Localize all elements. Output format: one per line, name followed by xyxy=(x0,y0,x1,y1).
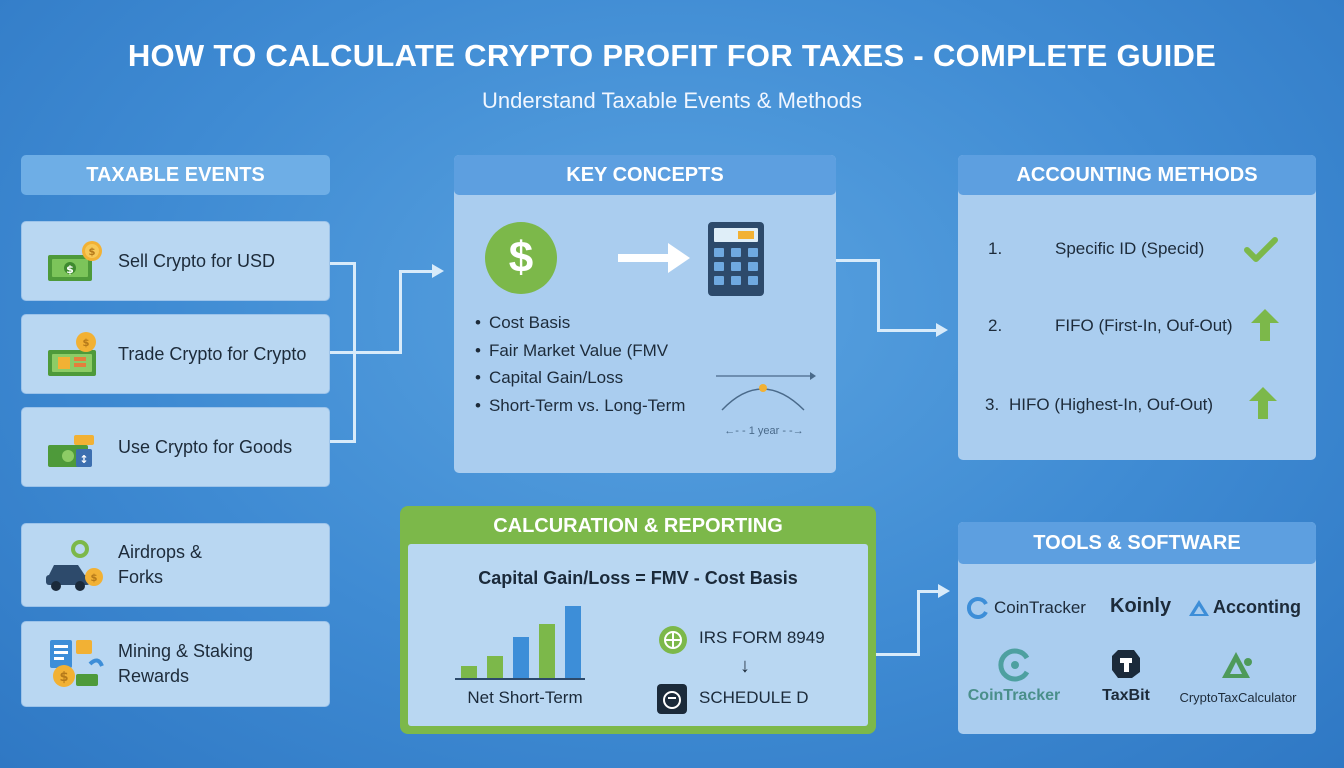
irs-form-label: IRS FORM 8949 xyxy=(699,628,825,647)
event-label-goods: Use Crypto for Goods xyxy=(118,436,293,457)
tool-cryptotaxcalculator: CryptoTaxCalculator xyxy=(1170,690,1306,705)
timeline-label: ←- - 1 year - -→ xyxy=(716,425,812,437)
connector-line xyxy=(330,262,356,265)
svg-text:↕: ↕ xyxy=(79,453,88,466)
connector-line xyxy=(330,351,402,354)
event-card-mining: $ Mining & Staking Rewards xyxy=(21,621,330,707)
connector-line xyxy=(917,590,939,593)
tool-cointracker: CoinTracker xyxy=(966,596,1086,620)
svg-text:$: $ xyxy=(66,263,74,276)
mining-rewards-icon: $ xyxy=(50,640,104,687)
event-label-trade: Trade Crypto for Crypto xyxy=(118,343,307,364)
timeline-label-text: 1 year xyxy=(748,425,780,437)
cryptotaxcalculator-logo-icon xyxy=(1222,652,1252,678)
connector-line xyxy=(836,259,880,262)
method-number: 2. xyxy=(988,316,1003,335)
event-card-trade: $ Trade Crypto for Crypto xyxy=(21,314,330,394)
tool-taxbit: TaxBit xyxy=(1095,687,1157,705)
airdrops-label-line1: Airdrops & xyxy=(118,542,203,562)
method-label-fifo: FIFO (First-In, Ouf-Out) xyxy=(1055,316,1233,335)
gain-loss-formula: Capital Gain/Loss = FMV - Cost Basis xyxy=(478,568,798,588)
goods-cash-icon: ↕ xyxy=(48,435,94,467)
connector-line xyxy=(876,653,920,656)
concept-item: Cost Basis xyxy=(475,309,685,337)
calculation-panel-body xyxy=(408,544,868,726)
mining-label-line2: Rewards xyxy=(118,666,190,686)
arrow-up-icon xyxy=(1251,309,1279,341)
connector-line xyxy=(399,270,402,354)
concept-item: Fair Market Value (FMV xyxy=(475,337,685,365)
taxable-events-header: TAXABLE EVENTS xyxy=(21,155,330,195)
cointracker-logo-icon xyxy=(966,597,988,619)
svg-text:$: $ xyxy=(89,247,96,258)
connector-line xyxy=(877,329,937,332)
timeline-arrow-right: - -→ xyxy=(779,425,804,437)
concept-item: Short-Term vs. Long-Term xyxy=(475,392,686,420)
event-card-sell: $ $ Sell Crypto for USD xyxy=(21,221,330,301)
connector-arrowhead xyxy=(432,264,444,278)
flow-arrow-down: ↓ xyxy=(740,655,750,677)
dollar-icon: $ xyxy=(485,222,557,294)
concept-item: Capital Gain/Loss xyxy=(475,364,685,392)
schedule-d-icon xyxy=(657,684,687,714)
tool-name: CoinTracker xyxy=(994,598,1086,617)
tool-name: TaxBit xyxy=(1102,687,1150,704)
tools-header: TOOLS & SOFTWARE xyxy=(958,522,1316,564)
page-title: HOW TO CALCULATE CRYPTO PROFIT FOR TAXES… xyxy=(127,38,1217,73)
event-card-goods: ↕ Use Crypto for Goods xyxy=(21,407,330,487)
svg-text:$: $ xyxy=(59,670,68,685)
holding-period-timeline-icon xyxy=(716,372,816,411)
acconting-logo-icon xyxy=(1189,599,1209,616)
key-concepts-header: KEY CONCEPTS xyxy=(454,155,836,195)
calculator-icon xyxy=(708,222,764,296)
svg-text:$: $ xyxy=(83,338,90,349)
tool-name: Koinly xyxy=(1110,595,1172,617)
connector-line xyxy=(877,259,880,332)
method-label-specid: Specific ID (Specid) xyxy=(1055,239,1205,258)
tool-name: CryptoTaxCalculator xyxy=(1179,690,1297,705)
timeline-arrow-left: ←- - xyxy=(724,425,749,437)
connector-line xyxy=(399,270,433,273)
cash-coin-icon: $ $ xyxy=(48,241,102,281)
mining-label-line1: Mining & Staking xyxy=(118,641,254,661)
checkmark-icon xyxy=(1244,237,1278,262)
tool-name: CoinTracker xyxy=(967,687,1061,704)
form-globe-icon xyxy=(659,626,687,654)
accounting-methods-panel xyxy=(958,155,1316,460)
event-card-airdrops: $ Airdrops & Forks xyxy=(21,523,330,607)
method-label-hifo: HIFO (Highest-In, Ouf-Out) xyxy=(1009,395,1214,414)
arrow-up-icon xyxy=(1249,387,1277,419)
event-label-sell: Sell Crypto for USD xyxy=(118,250,276,271)
arrow-right-icon xyxy=(618,243,690,273)
tool-name: Acconting xyxy=(1213,597,1301,617)
method-number: 3. xyxy=(985,395,1000,414)
tool-cointracker-2: CoinTracker xyxy=(966,687,1062,705)
svg-text:$: $ xyxy=(91,573,98,584)
chart-label: Net Short-Term xyxy=(467,688,583,707)
connector-arrowhead xyxy=(938,584,950,598)
connector-line xyxy=(330,440,356,443)
calculation-header: CALCURATION & REPORTING xyxy=(493,514,783,537)
concept-list: Cost Basis Fair Market Value (FMV Capita… xyxy=(475,309,686,420)
method-number: 1. xyxy=(988,239,1003,258)
exchange-icon: $ xyxy=(48,332,96,376)
page-subtitle: Understand Taxable Events & Methods xyxy=(482,88,862,113)
taxbit-logo-icon xyxy=(1112,650,1140,678)
connector-arrowhead xyxy=(936,323,948,337)
cointracker-logo-icon xyxy=(998,648,1030,682)
schedule-d-label: SCHEDULE D xyxy=(699,688,809,707)
car-coin-icon: $ xyxy=(46,540,103,591)
tool-koinly: Koinly xyxy=(1110,595,1171,618)
bar-chart-icon xyxy=(455,606,585,680)
connector-line xyxy=(917,590,920,656)
tool-acconting: Acconting xyxy=(1188,597,1301,618)
accounting-methods-header: ACCOUNTING METHODS xyxy=(958,155,1316,195)
airdrops-label-line2: Forks xyxy=(118,567,163,587)
